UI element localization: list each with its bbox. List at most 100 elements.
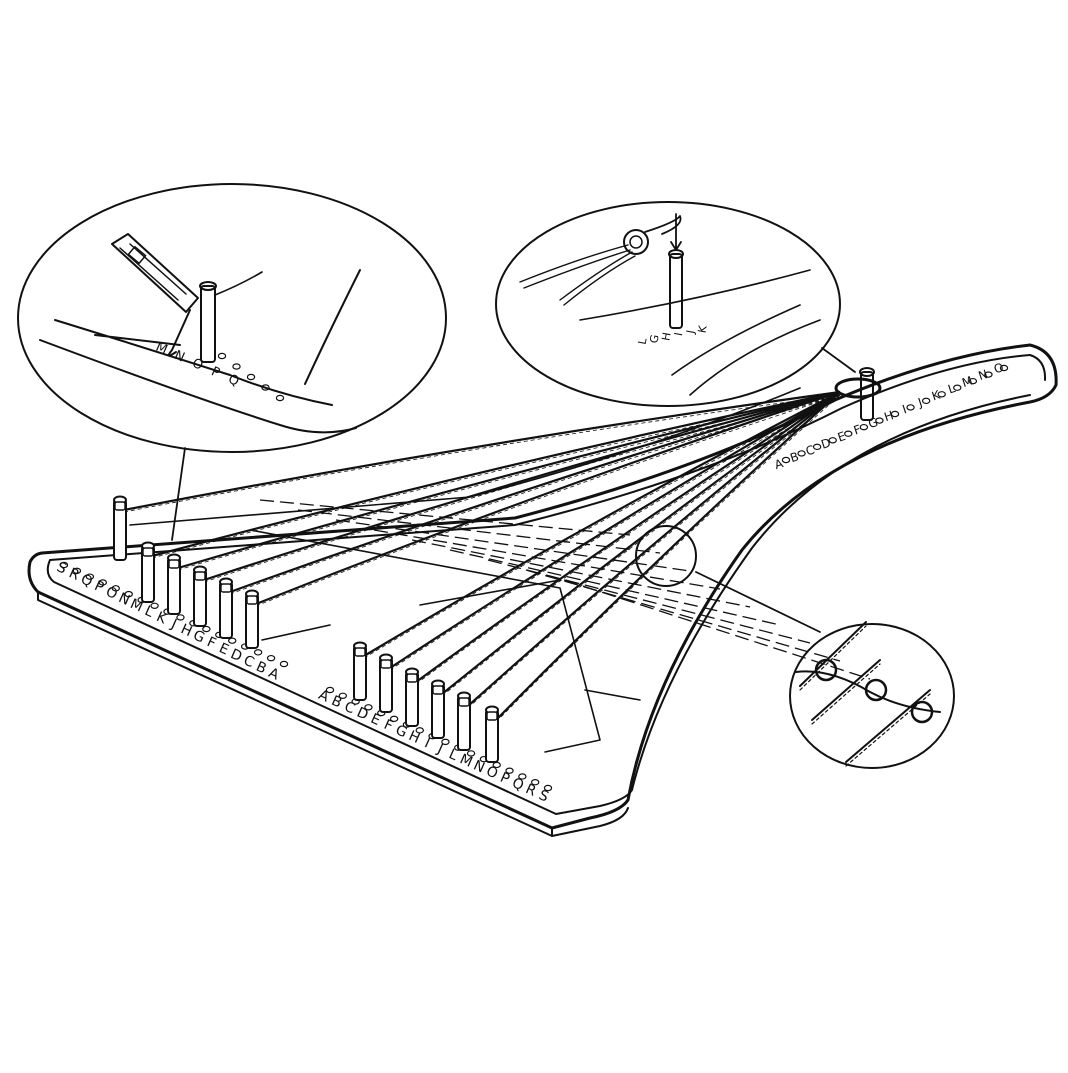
weft-line-8	[563, 579, 871, 680]
left-row-label-12: F	[204, 634, 218, 652]
arm-label-10: K	[930, 387, 943, 403]
peg-hole-right-0	[325, 686, 335, 694]
inset-left-hole-3	[261, 384, 270, 391]
arm-label-8: I	[901, 402, 909, 416]
detail-marker-circle	[635, 525, 697, 587]
peg-hole-left-13	[228, 637, 237, 644]
weft-lines	[259, 499, 871, 680]
left-row-label-6: M	[128, 596, 146, 616]
inset-left-leader	[171, 447, 186, 541]
peg-hole-arm-6	[875, 417, 884, 424]
peg-hole-arm-0	[781, 456, 791, 464]
inset-bottom-right	[635, 525, 955, 769]
right-row-label-15: Q	[509, 775, 526, 794]
thread-twist-10	[467, 394, 841, 709]
peg-right-0	[353, 641, 367, 701]
awl-tool-icon	[111, 233, 199, 357]
inset-top-right-label-0: L	[636, 336, 650, 345]
inset-left-hole-0	[217, 352, 227, 360]
board-rim	[46, 354, 1047, 815]
thread-twist-5	[255, 394, 841, 607]
right-row-label-1: B	[329, 693, 344, 712]
thread-7	[389, 391, 841, 669]
inset-left-label-0: M	[153, 340, 169, 358]
inset-left-board	[39, 269, 361, 434]
peg-hole-left-2	[85, 573, 95, 580]
peg-hole-arm-5	[859, 423, 869, 431]
pegs	[113, 495, 499, 763]
peg-hole-arm-11	[953, 384, 962, 391]
arm-label-3: D	[819, 436, 832, 452]
peg-hole-arm-12	[968, 377, 978, 385]
peg-hole-right-17	[543, 784, 553, 792]
arm-label-7: H	[882, 408, 895, 424]
left-row-label-13: E	[216, 640, 231, 658]
thread-twist-7	[389, 394, 841, 671]
peg-left-2	[167, 553, 181, 615]
left-row-label-2: Q	[78, 571, 95, 590]
weft-line-0	[259, 499, 631, 536]
inset-top-right-label-4: J	[684, 329, 698, 335]
left-row-label-14: D	[228, 646, 244, 665]
arm-label-2: C	[804, 443, 816, 459]
peg-hole-left-7	[150, 602, 159, 609]
inset-top-right-board	[579, 269, 821, 396]
peg-left-3	[193, 565, 207, 627]
peg-left-5	[245, 589, 259, 649]
peg-hole-left-17	[279, 660, 289, 668]
inset-top-right-label-5: K	[696, 324, 710, 334]
thread-1	[151, 390, 841, 558]
inset-left-thread	[214, 271, 263, 296]
left-row-label-0: S	[54, 559, 69, 577]
peg-right-4	[457, 691, 471, 751]
peg-left-4	[219, 577, 233, 639]
peg-hole-right-14	[505, 767, 514, 774]
peg-hole-arm-1	[797, 450, 806, 457]
peg-hole-left-4	[111, 585, 120, 592]
arm-label-1: B	[788, 449, 800, 465]
weft-line-3	[373, 529, 721, 590]
thread-twist-4	[229, 394, 841, 595]
arm-label-13: N	[977, 367, 990, 383]
inset-top-right-label-3: I	[672, 331, 685, 336]
peg-right-2	[405, 667, 419, 727]
right-row-label-8: I	[422, 735, 432, 751]
peg-hole-left-15	[253, 649, 263, 656]
weft-line-1	[297, 509, 661, 554]
thread-twist-11	[495, 394, 841, 723]
inset-top-right-label-1: G	[647, 334, 661, 345]
thread-3	[203, 390, 841, 582]
peg-hole-arm-3	[828, 437, 837, 444]
peg-hole-right-9	[441, 738, 450, 746]
right-row-label-0: A	[316, 687, 332, 706]
thread-0	[123, 390, 841, 512]
peg-hole-right-16	[530, 779, 540, 786]
inset-top-right-leader	[821, 347, 856, 373]
peg-hole-right-11	[466, 750, 476, 757]
right-row-label-14: P	[498, 770, 512, 788]
left-row-label-9: J	[168, 616, 179, 633]
left-row-label-7: L	[142, 603, 156, 621]
peg-hole-arm-9	[921, 397, 931, 405]
peg-right-1	[379, 653, 393, 713]
peg-hole-left-11	[202, 625, 211, 633]
inset-left-circle	[17, 183, 447, 453]
thread-8	[415, 391, 841, 683]
peg-hole-left-1	[72, 567, 82, 575]
arm-label-14: O	[992, 360, 1005, 376]
inset-top-right-label-2: H	[659, 331, 673, 341]
arm-label-4: E	[836, 429, 848, 445]
right-row-label-5: F	[381, 717, 395, 735]
thread-5	[255, 390, 841, 606]
peg-holes	[59, 364, 1009, 792]
thread-6	[363, 391, 841, 657]
peg-hole-right-15	[518, 773, 527, 780]
thread-4	[229, 390, 841, 594]
arm-label-11: L	[946, 381, 957, 396]
weft-line-5	[449, 549, 781, 626]
peg-hole-arm-2	[812, 443, 822, 451]
